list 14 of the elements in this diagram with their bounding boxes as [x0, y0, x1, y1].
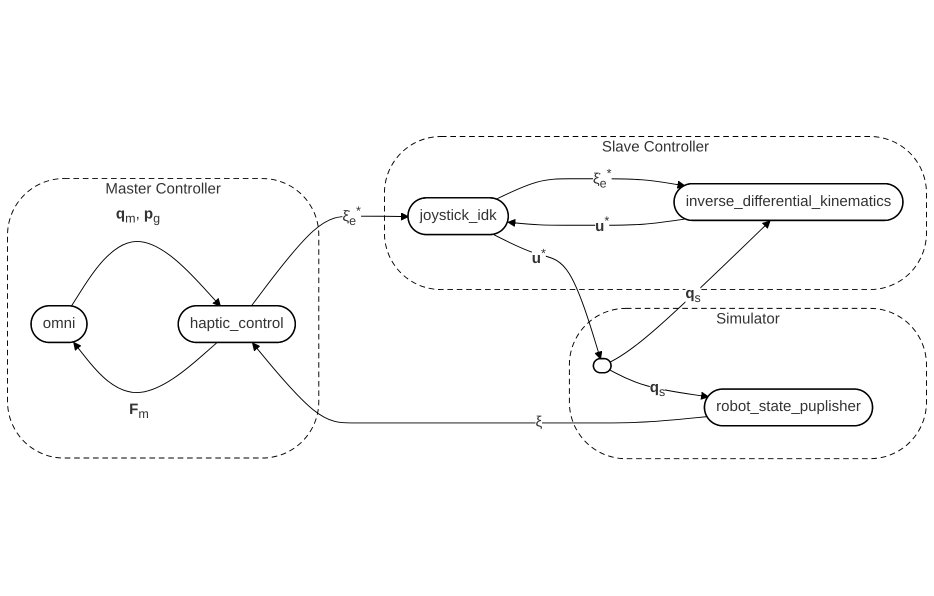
edge-label: q$_{s}$	[650, 380, 666, 400]
edge-label: F$_{m}$	[129, 402, 149, 422]
edge-label: q$_{s}$	[685, 286, 701, 306]
arrow	[610, 220, 770, 363]
arrow	[70, 241, 221, 308]
arrow	[508, 218, 686, 228]
arrow	[73, 342, 218, 394]
edge-label: ξ	[535, 414, 542, 431]
arrow	[250, 212, 409, 308]
edge-label: u$^{*}$	[532, 246, 546, 268]
arrow	[493, 234, 602, 360]
edge-label: u$^{*}$	[595, 214, 610, 236]
arrow	[496, 178, 686, 200]
edge-label: q$_{m}$, p$_{g}$	[116, 206, 160, 226]
